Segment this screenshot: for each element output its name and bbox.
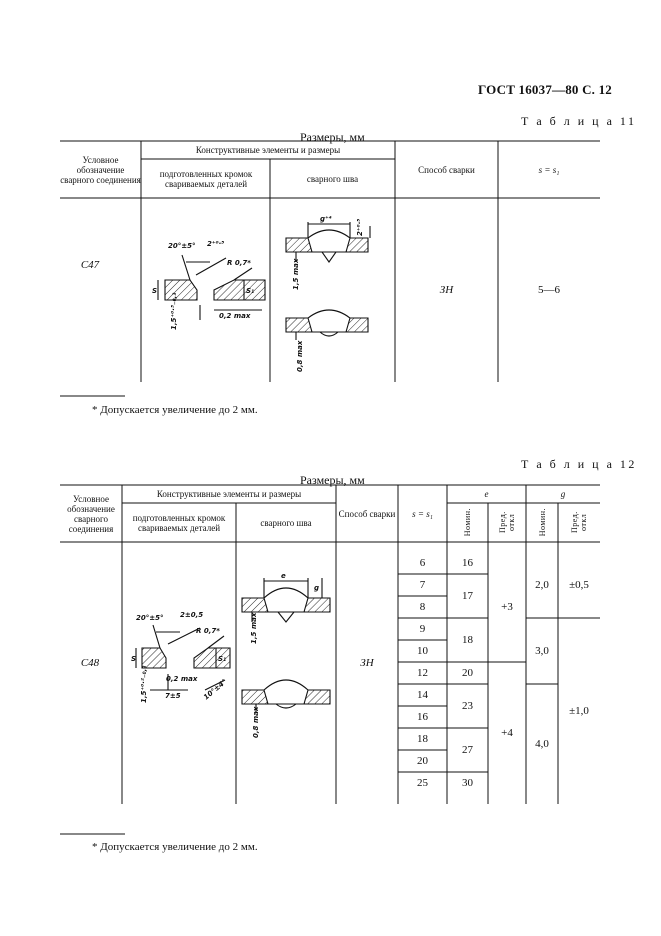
- t12-header-designation: Условное обозначение сварного соединения: [67, 493, 115, 534]
- t12-header-method: Способ сварки: [338, 508, 396, 519]
- t12-gap-label: 2±0,5: [180, 611, 203, 619]
- t12-max1-label: 1,5 max: [250, 612, 258, 644]
- t11-g-label: g⁺⁴: [320, 215, 332, 223]
- t12-e-nom: 17: [462, 590, 473, 602]
- t12-s-value: 25: [417, 777, 428, 789]
- t12-g-tol: ±0,5: [569, 579, 589, 591]
- t12-root-label: 1,5⁺⁰·²₋₀,₃: [140, 666, 148, 703]
- t12-s-value: 12: [417, 667, 428, 679]
- t12-e-nom: 20: [462, 667, 473, 679]
- t12-s-value: 14: [417, 689, 428, 701]
- t12-g-nom: 4,0: [535, 738, 549, 750]
- t12-header-e: e: [484, 489, 489, 499]
- table-12-label: Т а б л и ц а 12: [521, 457, 637, 471]
- t12-s-value: 9: [419, 623, 426, 635]
- t11-angle-label: 20°±5°: [168, 242, 195, 250]
- t12-header-weld: сварного шва: [260, 517, 312, 528]
- table-11-label: Т а б л и ц а 11: [521, 114, 637, 128]
- t12-e-nom: 18: [462, 634, 473, 646]
- t12-e-tol: +3: [501, 601, 513, 613]
- t11-offset-label: 0,2 max: [219, 312, 251, 320]
- t12-s-value: 16: [417, 711, 428, 723]
- t11-footnote: * Допускается увеличение до 2 мм.: [92, 404, 258, 416]
- t11-gap-label: 2⁺⁰·⁵: [207, 240, 224, 248]
- t11-header-s: s = s₁: [538, 164, 560, 175]
- t12-s1-label: S₁: [218, 655, 226, 663]
- t12-e-nom: 30: [462, 777, 473, 789]
- t12-g-tol: ±1,0: [569, 705, 589, 717]
- t12-e-label: e: [281, 572, 286, 580]
- t12-s-value: 6: [419, 557, 426, 569]
- t12-e-nom: 16: [462, 557, 473, 569]
- t11-header-prepared: подготовленных кромок свариваемых детале…: [159, 168, 253, 189]
- t11-h-label: 2⁺⁰·⁵: [356, 219, 364, 236]
- t12-header-g: g: [560, 489, 566, 499]
- t12-g-nom: 3,0: [535, 645, 549, 657]
- t12-e-nom: 27: [462, 744, 473, 756]
- t11-header-designation: Условное обозначение сварного соединения: [60, 154, 141, 185]
- t12-header-prepared: подготовленных кромок свариваемых детале…: [132, 512, 226, 533]
- t11-s-value: 5—6: [538, 284, 560, 296]
- table-12-caption: Размеры, мм: [300, 473, 365, 487]
- t12-g-nom: 2,0: [535, 579, 549, 591]
- t11-s1-label: S₁: [246, 287, 254, 295]
- t12-width-label: 7±5: [165, 692, 181, 700]
- t12-header-elements: Конструктивные элементы и размеры: [156, 489, 302, 499]
- t11-designation: С47: [80, 259, 100, 271]
- t11-max2-label: 0,8 max: [296, 340, 304, 372]
- t12-s-label: S: [131, 655, 136, 663]
- t12-offset-label: 0,2 max: [166, 675, 198, 683]
- t11-root-label: 1,5⁺⁰·³₋₀,₃: [170, 293, 178, 330]
- t12-s-value: 20: [417, 755, 428, 767]
- t12-angle-label: 20°±5°: [136, 614, 163, 622]
- t11-method: ЗН: [439, 284, 454, 296]
- t12-g-label: g: [314, 584, 319, 592]
- t11-header-method: Способ сварки: [418, 164, 475, 175]
- t11-max1-label: 1,5 max: [292, 258, 300, 290]
- t11-header-weld: сварного шва: [306, 173, 359, 184]
- t12-designation: С48: [80, 657, 100, 669]
- t12-max2-label: 0,8 max: [252, 706, 260, 738]
- t12-method: ЗН: [360, 657, 374, 669]
- t12-s-value: 10: [417, 645, 428, 657]
- t12-header-s: s = s₁: [412, 508, 433, 519]
- t12-e-nom: 23: [462, 700, 473, 712]
- page-header: ГОСТ 16037—80 С. 12: [478, 82, 612, 97]
- t12-radius-label: R 0,7*: [196, 627, 220, 635]
- t12-s-value: 7: [419, 579, 426, 591]
- t11-radius-label: R 0,7*: [227, 259, 251, 267]
- t11-s-label: S: [152, 287, 157, 295]
- t12-s-value: 8: [419, 601, 426, 613]
- t12-s-value: 18: [417, 733, 428, 745]
- t11-header-elements: Конструктивные элементы и размеры: [195, 145, 341, 155]
- t12-footnote: * Допускается увеличение до 2 мм.: [92, 841, 258, 853]
- t12-e-tol: +4: [501, 727, 513, 739]
